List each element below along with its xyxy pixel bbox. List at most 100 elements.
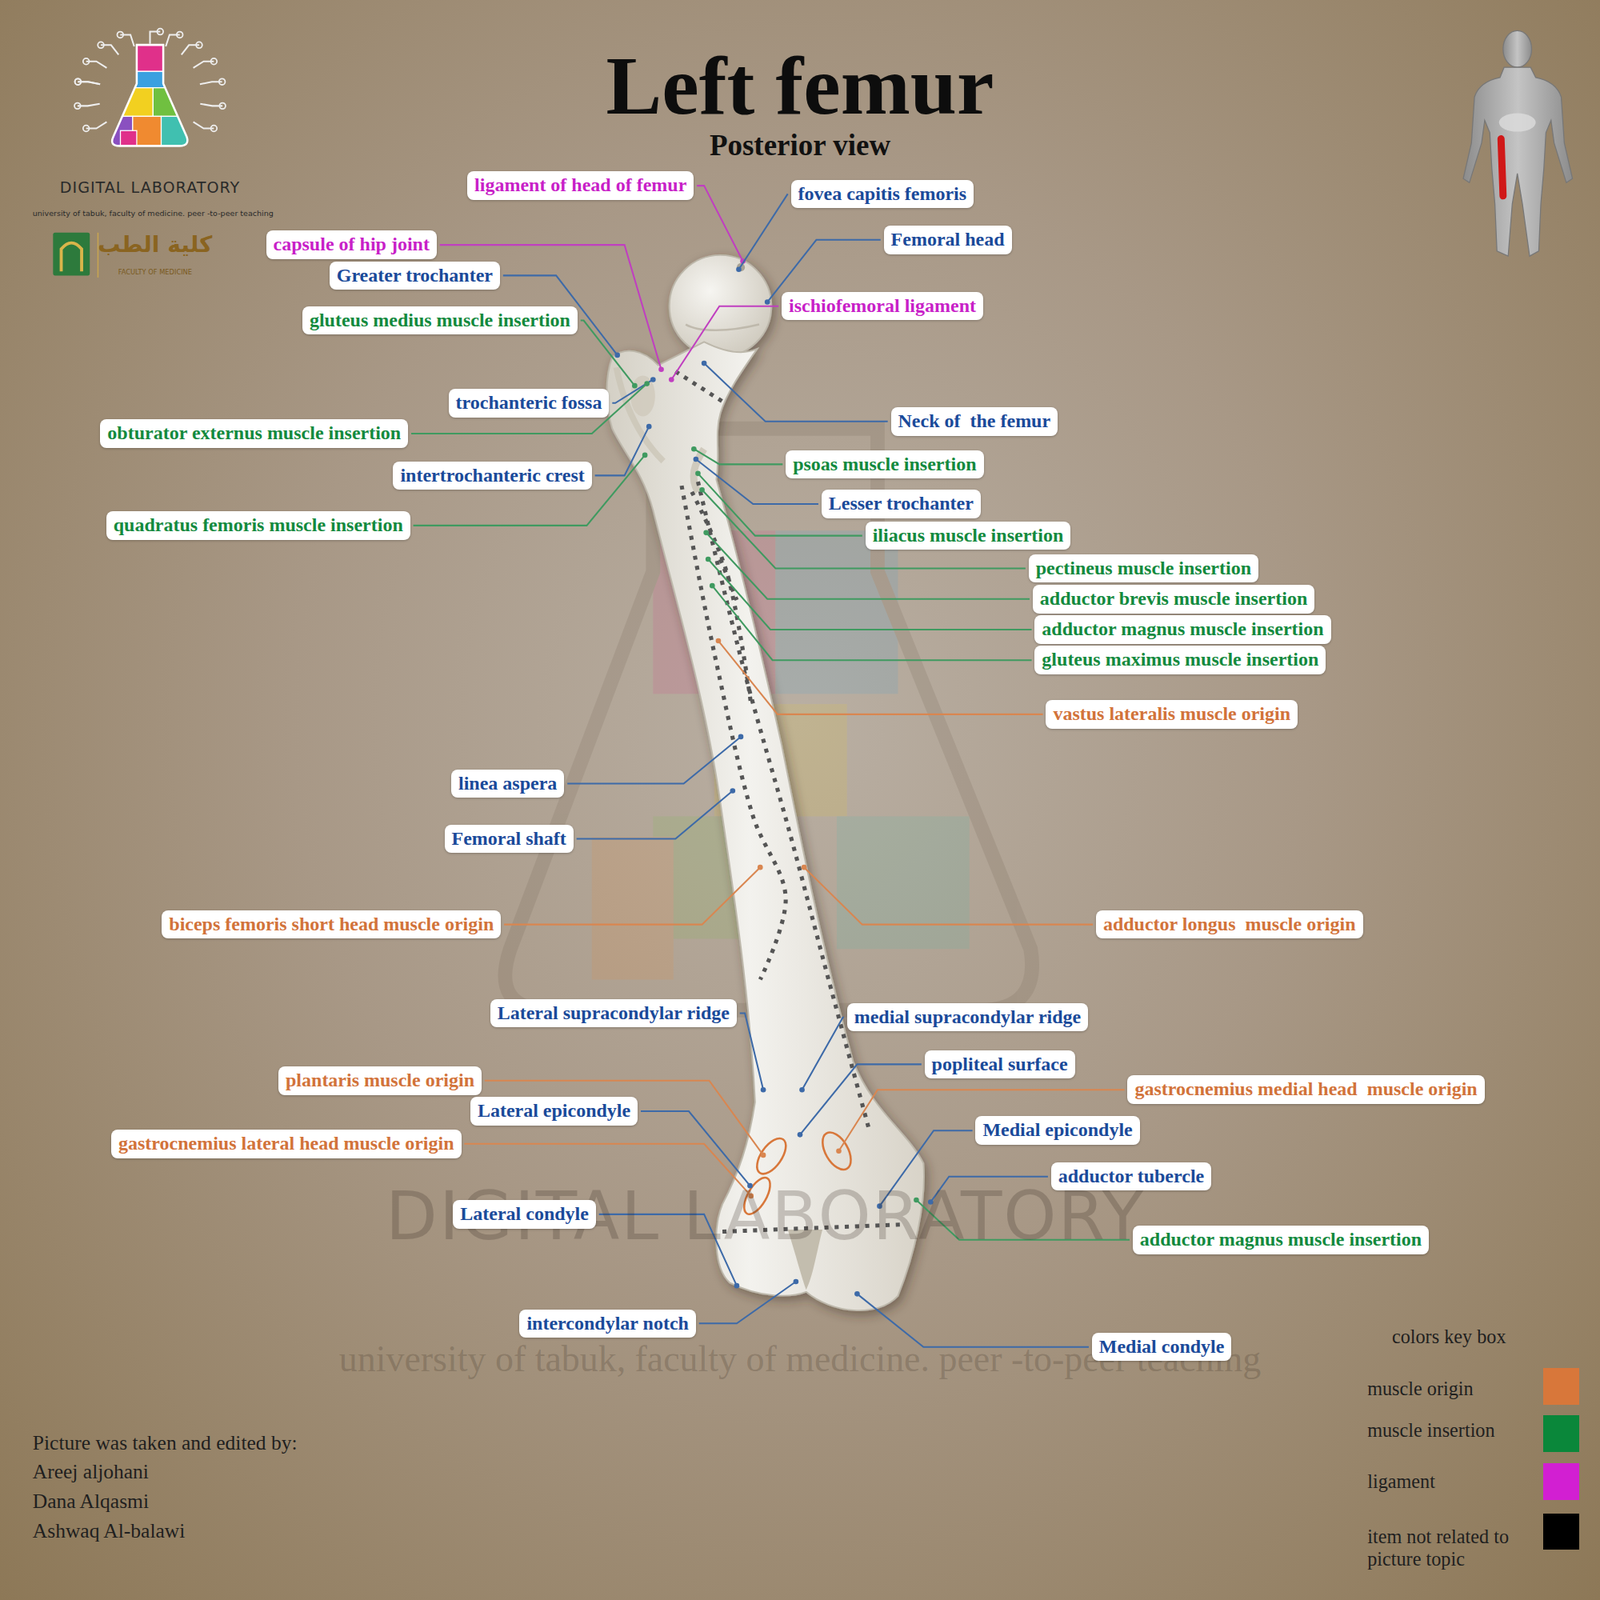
leader-dot	[668, 376, 675, 383]
flask-outline	[112, 44, 188, 146]
figure-head	[1503, 30, 1532, 68]
structure-name: gluteus maximus muscle insertion	[1041, 648, 1319, 670]
label-box: gastrocnemius medial head muscle origin	[1127, 1075, 1484, 1104]
attachment-dotted-line	[681, 485, 786, 980]
structure-name: intertrochanteric crest	[400, 464, 584, 486]
structure-name: medial supracondylar ridge	[854, 1006, 1082, 1028]
leader-dot	[658, 366, 664, 372]
leader-dot	[691, 446, 697, 452]
structure-name: ligament of head of femur	[474, 174, 687, 196]
structure-name: intercondylar notch	[526, 1312, 688, 1334]
structure-name: adductor tubercle	[1058, 1165, 1204, 1187]
leader-line	[699, 1281, 796, 1324]
label-box: ischiofemoral ligament	[781, 292, 984, 321]
leader-dot	[730, 788, 736, 794]
circuit-pad	[74, 103, 81, 110]
university-emblem	[52, 232, 90, 276]
circuit-pad	[75, 78, 82, 85]
leader-dot	[632, 383, 638, 389]
structure-name: Lateral condyle	[460, 1203, 589, 1224]
structure-name: Greater trochanter	[336, 264, 493, 286]
label-box: gluteus maximus muscle insertion	[1034, 645, 1326, 675]
leader-line	[804, 867, 1093, 924]
structure-name: Lesser trochanter	[828, 492, 974, 514]
structure-name: Femoral shaft	[452, 828, 567, 849]
label-box: Femoral shaft	[444, 824, 574, 854]
leader-line	[718, 640, 1044, 715]
logo-tagline: university of tabuk, faculty of medicine…	[32, 208, 274, 218]
puzzle-piece	[122, 88, 153, 117]
label-box: Greater trochanter	[329, 261, 500, 291]
plantaris-area	[751, 1133, 792, 1179]
structure-name: gastrocnemius medial head muscle origin	[1134, 1078, 1477, 1100]
leader-line	[671, 306, 779, 380]
label-box: psoas muscle insertion	[785, 450, 984, 480]
legend-swatch	[1543, 1415, 1580, 1452]
femur	[607, 255, 924, 1311]
legend-text: muscle insertion	[1367, 1419, 1495, 1442]
label-box: plantaris muscle origin	[278, 1066, 482, 1096]
leader-dot	[650, 376, 656, 383]
leader-dot	[705, 556, 712, 563]
legend-title: colors key box	[1392, 1325, 1507, 1348]
leader-dot	[736, 266, 742, 272]
faculty-arabic: كلية الطب	[97, 232, 212, 258]
structure-name: adductor longus muscle origin	[1103, 913, 1356, 935]
structure-name: pectineus muscle insertion	[1036, 557, 1252, 579]
leader-line	[595, 426, 650, 476]
structure-name: adductor magnus muscle insertion	[1140, 1228, 1422, 1250]
label-box: popliteal surface	[924, 1050, 1076, 1080]
label-box: adductor brevis muscle insertion	[1032, 584, 1315, 614]
puzzle-piece	[152, 88, 184, 117]
leader-line	[693, 448, 783, 464]
circuit-pad	[219, 103, 226, 110]
leader-dot	[695, 471, 701, 477]
head-neck-edge	[685, 324, 760, 331]
legend-swatch	[1543, 1368, 1580, 1405]
structure-name: quadratus femoris muscle insertion	[113, 514, 404, 536]
leader-line	[567, 736, 741, 784]
faculty-english: FACULTY OF MEDICINE	[118, 268, 192, 277]
leader-dot	[757, 864, 764, 871]
structure-name: capsule of hip joint	[273, 233, 430, 255]
label-box: linea aspera	[451, 769, 564, 799]
leader-line	[708, 559, 1032, 630]
circuit-pad	[196, 41, 203, 48]
credit-line: Picture was taken and edited by:	[32, 1431, 298, 1455]
circuit-pad	[176, 32, 184, 39]
leader-dot	[760, 1087, 767, 1093]
leader-dot	[764, 299, 771, 305]
title: Left femur	[606, 37, 995, 134]
figure-hip	[1499, 113, 1536, 132]
credit-name: Areej aljohani	[32, 1460, 149, 1484]
leader-dot	[644, 380, 650, 387]
label-box: adductor longus muscle origin	[1096, 910, 1364, 940]
leader-dot	[699, 487, 705, 493]
leader-line	[704, 363, 888, 422]
label-box: biceps femoris short head muscle origin	[161, 910, 501, 940]
label-box: Lateral supracondylar ridge	[490, 999, 737, 1028]
label-box: capsule of hip joint	[266, 230, 437, 260]
leader-line	[712, 585, 1032, 660]
label-box: Lesser trochanter	[821, 489, 981, 519]
structure-name: gluteus medius muscle insertion	[309, 309, 571, 331]
structure-name: popliteal surface	[932, 1053, 1068, 1075]
leader-dot	[734, 1283, 740, 1289]
logo-text: DIGITAL LABORATORY	[60, 179, 240, 197]
gastrocnemius-medial-area	[816, 1128, 857, 1175]
legend-text: muscle origin	[1367, 1377, 1474, 1400]
structure-name: Medial condyle	[1099, 1336, 1225, 1357]
leader-line	[738, 193, 788, 269]
leader-line	[640, 1111, 750, 1186]
leader-dot	[793, 1279, 800, 1285]
label-box: Lateral condyle	[452, 1200, 596, 1229]
logo	[52, 28, 226, 278]
legend-text: ligament	[1367, 1470, 1436, 1493]
leader-dot	[797, 1132, 804, 1138]
structure-name: ischiofemoral ligament	[788, 295, 976, 316]
leader-dot	[709, 583, 716, 589]
label-box: Lateral epicondyle	[470, 1096, 638, 1126]
label-box: trochanteric fossa	[448, 388, 610, 418]
leader-dot	[799, 1087, 805, 1093]
label-box: intercondylar notch	[519, 1309, 696, 1339]
